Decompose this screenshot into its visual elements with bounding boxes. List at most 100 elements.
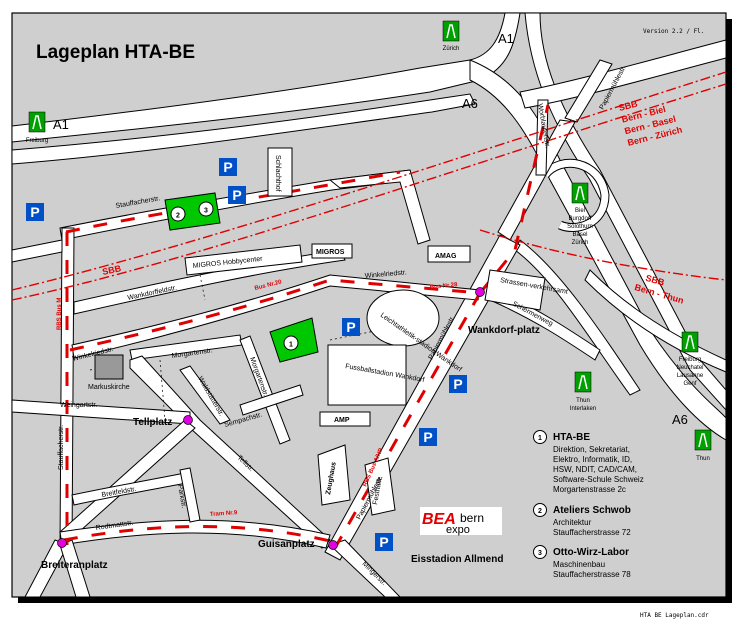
svg-text:Festhalle: Festhalle <box>372 476 384 505</box>
legend-item-wirz: 3 Otto-Wirz-Labor Maschinenbau Stauffach… <box>533 545 631 579</box>
svg-text:P: P <box>30 204 39 220</box>
motorway-sign-icon <box>571 182 589 204</box>
svg-text:Maschinenbau: Maschinenbau <box>553 560 605 569</box>
svg-text:Guisanplatz: Guisanplatz <box>258 539 315 550</box>
motorway-sign-icon <box>681 331 699 353</box>
building-markers: 2 3 1 <box>170 201 299 351</box>
leichtathletik-stadion <box>366 289 440 347</box>
svg-text:P: P <box>379 534 388 550</box>
svg-text:Stauffacherstr.: Stauffacherstr. <box>58 425 65 470</box>
railway-lines <box>11 71 727 301</box>
filename-label: HTA BE Lageplan.cdr <box>640 612 709 619</box>
svg-text:MIGROS: MIGROS <box>316 249 345 256</box>
svg-text:P: P <box>346 319 355 335</box>
a1-left-label: A1 <box>53 117 69 132</box>
migros-building <box>311 243 353 259</box>
parking-icon: P <box>342 318 360 336</box>
sign-freiburg-group: Freiburg Neuchatel Lausanne Genf <box>676 357 703 387</box>
a6-bottom-label: A6 <box>672 412 688 427</box>
svg-text:Breiteranplatz: Breiteranplatz <box>41 560 108 571</box>
sbb-right-label: SBB Bern - Biel Bern - Basel Bern - Züri… <box>618 98 683 147</box>
svg-text:2: 2 <box>538 508 542 515</box>
a1-top-label: A1 <box>498 31 514 46</box>
sign-zurich: Zürich <box>443 46 460 52</box>
buildings <box>94 147 546 516</box>
svg-text:bern: bern <box>460 511 484 525</box>
parking-icon: P <box>219 158 237 176</box>
festhalle-building <box>364 457 396 516</box>
place-labels: Wankdorf-platz Tellplatz Breiteranplatz … <box>41 325 540 571</box>
svg-text:Winkelriedstr.: Winkelriedstr. <box>365 269 408 280</box>
strassenverkehrsamt-building <box>484 269 546 311</box>
parking-icon: P <box>419 428 437 446</box>
svg-text:Weingartstr.: Weingartstr. <box>60 402 97 409</box>
svg-text:Parkstr.: Parkstr. <box>176 484 187 509</box>
svg-text:3: 3 <box>538 550 542 557</box>
svg-text:Otto-Wirz-Labor: Otto-Wirz-Labor <box>553 547 629 558</box>
sign-thun: Thun <box>696 456 710 462</box>
svg-text:Neuchatel: Neuchatel <box>676 365 703 371</box>
amag-building <box>427 245 471 263</box>
svg-text:P: P <box>232 187 241 203</box>
svg-text:Software-Schule Schweiz: Software-Schule Schweiz <box>553 475 644 484</box>
svg-text:Direktion, Sekretariat,: Direktion, Sekretariat, <box>553 445 630 454</box>
svg-text:Wankdorf-platz: Wankdorf-platz <box>468 325 540 336</box>
parking-icon: P <box>228 186 246 204</box>
parking-symbols: P P P P P P P <box>26 158 467 551</box>
svg-text:Eisstadion Allmend: Eisstadion Allmend <box>411 554 503 565</box>
legend: 1 HTA-BE Direktion, Sekretariat, Elektro… <box>533 430 644 579</box>
svg-text:Zürich: Zürich <box>572 240 589 246</box>
svg-text:Tellplatz: Tellplatz <box>133 417 172 428</box>
svg-text:HSW, NDIT, CAD/CAM,: HSW, NDIT, CAD/CAM, <box>553 465 637 474</box>
svg-text:BEA: BEA <box>422 511 456 528</box>
sign-biel-group: Biel Burgdorf Solothurn Basel Zürich <box>567 208 593 246</box>
sbb-left-label: SBB <box>101 263 122 277</box>
a6-top-label: A6 <box>462 96 478 111</box>
svg-text:Genf: Genf <box>683 381 696 387</box>
zeughaus-building <box>317 444 351 506</box>
svg-text:Ateliers Schwob: Ateliers Schwob <box>553 505 631 516</box>
svg-text:HTA-BE: HTA-BE <box>553 432 590 443</box>
transit-stops <box>57 287 485 550</box>
svg-text:Burgdorf: Burgdorf <box>568 216 591 222</box>
svg-text:Solothurn: Solothurn <box>567 224 593 230</box>
svg-text:Architektur: Architektur <box>553 518 592 527</box>
motorway-sign-icon <box>574 371 592 393</box>
svg-text:Thun: Thun <box>576 398 590 404</box>
parking-icon: P <box>26 203 44 221</box>
svg-text:AMP: AMP <box>334 417 350 424</box>
svg-text:expo: expo <box>446 524 470 536</box>
svg-text:Lausanne: Lausanne <box>677 373 704 379</box>
svg-text:Stauffacherstrasse 78: Stauffacherstrasse 78 <box>553 570 631 579</box>
svg-text:Schlachthof: Schlachthof <box>274 155 281 192</box>
rbs-m-label: RBS Bus M <box>57 298 63 330</box>
svg-text:P: P <box>453 376 462 392</box>
page-title: Lageplan HTA-BE <box>36 42 195 63</box>
svg-text:P: P <box>423 429 432 445</box>
svg-text:SBB: SBB <box>618 98 639 112</box>
motorway-signs <box>28 20 712 451</box>
motorway-sign-icon <box>28 111 46 133</box>
svg-text:Basel: Basel <box>572 232 587 238</box>
svg-text:1: 1 <box>538 435 542 442</box>
svg-text:AMAG: AMAG <box>435 253 457 260</box>
svg-text:Interlaken: Interlaken <box>570 406 596 412</box>
parking-icon: P <box>449 375 467 393</box>
tram9-label: Tram Nr.9 <box>210 510 238 518</box>
motorway-sign-icon <box>694 429 712 451</box>
parking-icon: P <box>375 533 393 551</box>
motorway-sign-icon <box>442 20 460 42</box>
svg-text:Freiburg: Freiburg <box>679 357 701 363</box>
version-label: Version 2.2 / Fl. <box>643 28 704 35</box>
amp-building <box>319 411 371 427</box>
bea-logo: BEA bern expo <box>420 507 502 536</box>
svg-text:Elektro, Informatik, ID,: Elektro, Informatik, ID, <box>553 455 632 464</box>
sign-freiburg: Freiburg <box>26 138 48 144</box>
svg-text:P: P <box>223 159 232 175</box>
road-network <box>11 12 727 598</box>
svg-text:Biel: Biel <box>575 208 585 214</box>
markuskirche-building <box>94 354 124 380</box>
svg-text:2: 2 <box>176 213 180 220</box>
fussball-stadion <box>327 344 407 406</box>
